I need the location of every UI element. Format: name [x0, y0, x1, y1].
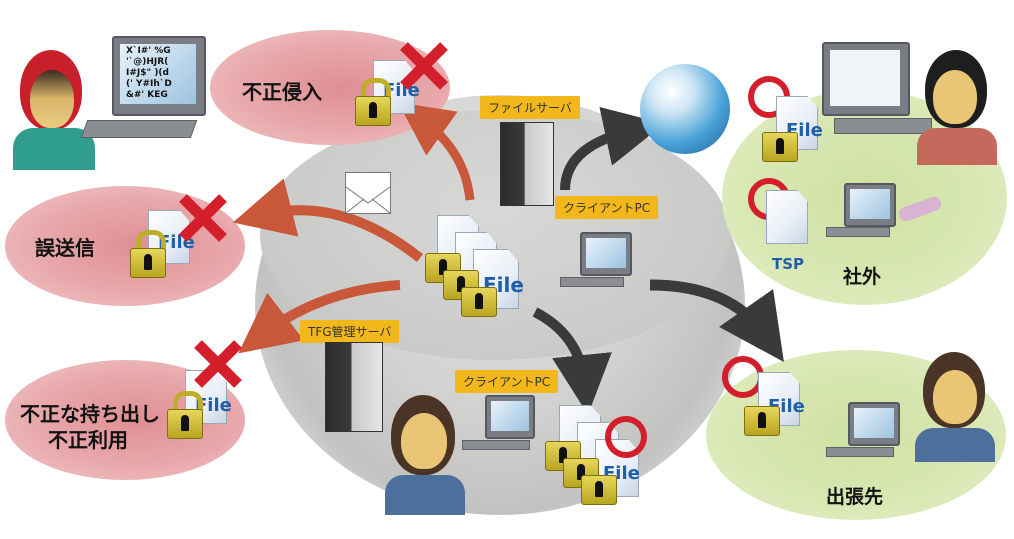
tsp-label: TSP	[772, 255, 805, 273]
outside-laptop-monitor	[844, 183, 896, 227]
ok-ring-icon	[605, 416, 647, 458]
locked-files-stack: File	[425, 215, 535, 325]
lock-icon	[461, 287, 497, 317]
attacker-keyboard	[80, 120, 198, 138]
client-pc-top-monitor	[580, 232, 632, 276]
file-server-icon	[500, 122, 554, 206]
threat-label-intrusion: 不正侵入	[242, 80, 322, 104]
threat-ellipse-misdelivery	[5, 186, 245, 306]
person-face	[401, 413, 447, 469]
arrow-to-business-trip	[649, 279, 784, 363]
tsp-file-icon	[766, 190, 808, 244]
business-trip-laptop-monitor	[848, 402, 900, 446]
outside-user-person	[915, 50, 997, 165]
lock-icon	[744, 406, 780, 436]
threat-label-misdelivery: 誤送信	[35, 236, 95, 260]
locked-file-business-trip: File	[744, 372, 814, 442]
envelope-icon	[345, 172, 391, 214]
zone-label-outside: 社外	[843, 266, 882, 288]
tag-tfg-server: TFG管理サーバ	[300, 320, 400, 343]
lock-body	[167, 409, 203, 439]
zone-label-business-trip: 出張先	[826, 486, 884, 508]
outside-laptop-keyboard	[826, 227, 890, 237]
arrow-to-intrusion	[398, 102, 475, 201]
person-face	[933, 70, 977, 124]
screen-line: I#J$" )(d	[126, 68, 169, 78]
outside-desktop-monitor	[822, 42, 910, 116]
lock-body	[130, 248, 166, 278]
screen-line: (' Y#Ih`D	[126, 79, 172, 89]
business-trip-user-person	[915, 352, 995, 462]
person-body	[385, 475, 465, 515]
arrow-to-globe	[560, 106, 665, 191]
lock-icon	[581, 475, 617, 505]
attacker-screen: X`I#' %G '`@)HJR( I#J$" )(d (' Y#Ih`D &#…	[120, 44, 196, 104]
client-user-person	[385, 395, 465, 515]
person-body	[917, 128, 997, 165]
screen-line: '`@)HJR(	[126, 57, 169, 67]
locked-file-outside: File	[762, 96, 832, 166]
lock-icon	[173, 391, 203, 414]
tag-client-pc-bottom: クライアントPC	[455, 370, 559, 393]
person-face	[933, 370, 977, 424]
globe-icon	[640, 64, 730, 154]
locked-file-unauthorized-use: File	[165, 365, 235, 440]
threat-label-unauthorized-takeout: 不正な持ち出し	[20, 402, 160, 426]
arrow-to-misdelivery	[232, 178, 424, 262]
file-text: File	[195, 395, 232, 416]
outside-keyboard	[834, 118, 932, 134]
threat-label-unauthorized-use: 不正利用	[48, 428, 128, 452]
client-pc-bottom-monitor	[485, 395, 535, 439]
client-pc-bottom-keyboard	[462, 440, 530, 450]
business-trip-laptop-keyboard	[826, 447, 894, 457]
tag-file-server: ファイルサーバ	[480, 96, 580, 119]
cross-icon	[179, 194, 227, 242]
attacker-person	[8, 40, 98, 170]
person-body	[915, 428, 995, 462]
cross-icon	[194, 340, 242, 388]
attacker-monitor: X`I#' %G '`@)HJR( I#J$" )(d (' Y#Ih`D &#…	[112, 36, 206, 116]
lock-icon	[136, 230, 166, 253]
attacker-face	[30, 70, 74, 128]
lock-icon	[361, 78, 391, 101]
lock-icon	[762, 132, 798, 162]
screen-line: &#' KEG	[126, 90, 168, 100]
lock-body	[355, 96, 391, 126]
client-pc-top-keyboard	[560, 277, 624, 287]
tag-client-pc-top: クライアントPC	[555, 196, 659, 219]
cross-icon	[400, 42, 448, 90]
arrow-to-client-pc	[532, 307, 612, 415]
screen-line: X`I#' %G	[126, 46, 171, 56]
arrow-to-unauthorized-use	[238, 280, 401, 354]
tfg-server-icon	[325, 342, 383, 432]
